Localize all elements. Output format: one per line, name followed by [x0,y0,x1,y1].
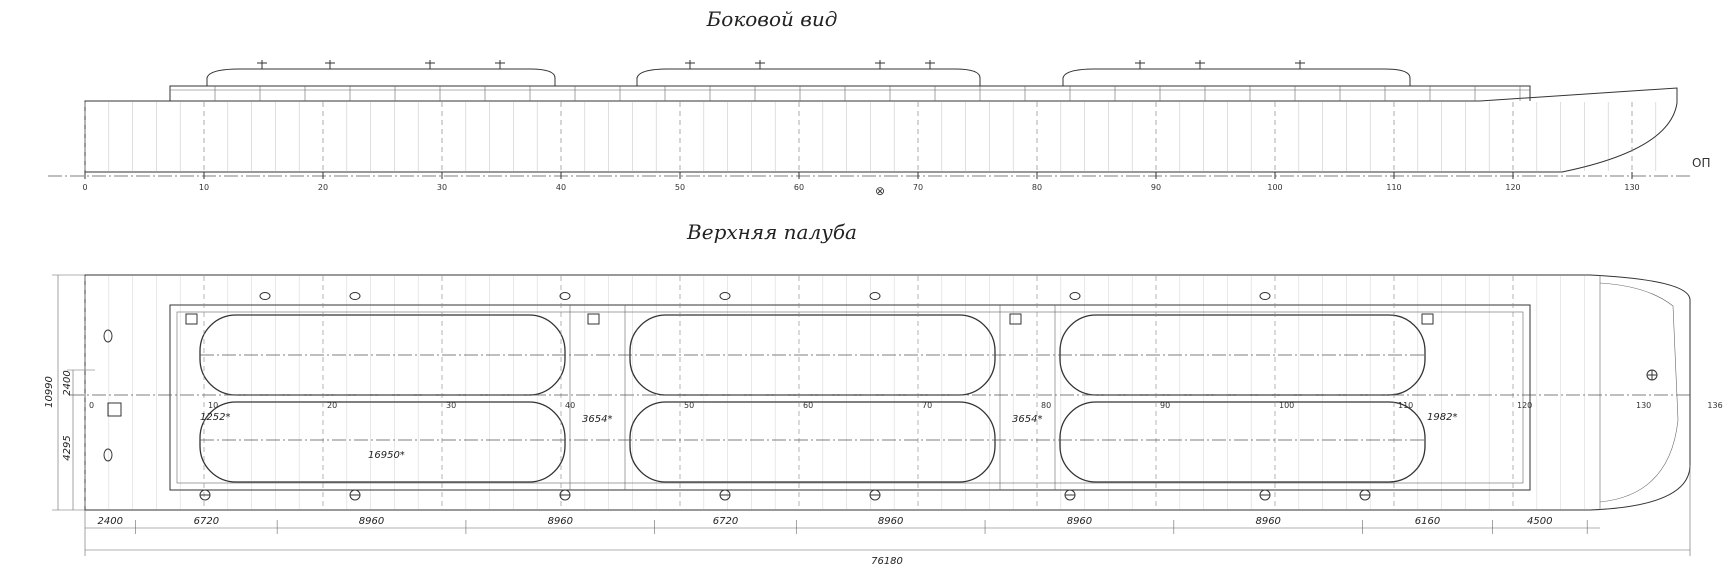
deck-dim-chain-label: 6720 [713,516,738,527]
deck-frame-grid [84,276,1585,509]
deck-dim-chain-label: 8960 [878,516,903,527]
side-frame-label: 80 [1032,183,1042,192]
deck-frame-label: 90 [1160,401,1170,410]
side-frame-label: 90 [1151,183,1161,192]
deck-dim-1982: 1982* [1427,412,1457,423]
deck-frame-label: 100 [1279,401,1294,410]
side-frame-label: 100 [1267,183,1282,192]
deck-frame-label: 120 [1517,401,1532,410]
deck-dim-chain-label: 6160 [1415,516,1440,527]
side-frame-labels: 0 10 20 30 40 50 60 70 80 90 100 110 120 130 [82,172,1640,192]
side-hatch-fittings [257,60,1305,69]
deck-bollard-top [1259,292,1271,300]
side-view: Боковой вид ОП ⊗ 0 10 20 30 40 50 60 70 80 90 100 1… [48,7,1710,198]
side-hatch-cover-2 [636,68,981,86]
deck-frame-labels: 0 10 20 30 40 50 60 70 80 90 100 110 120 130 136 [89,401,1723,410]
deck-frame-label: 60 [803,401,813,410]
deck-dim-width: 10990 [44,376,55,408]
deck-hatch-coaming-inner [176,311,1524,484]
deck-frame-label: 110 [1398,401,1413,410]
deck-dim-overall: 76180 [871,556,903,567]
deck-dim-chain-label: 4500 [1527,516,1552,527]
deck-dim-chain-label: 6720 [194,516,219,527]
deck-tank-2-starboard [629,401,996,483]
side-frame-label: 110 [1386,183,1401,192]
deck-manhole-3 [1009,313,1022,325]
deck-dim-3654-b: 3654* [1012,414,1042,425]
side-frame-label: 130 [1624,183,1639,192]
side-hatch-cover-1 [206,68,556,86]
side-frame-label: 20 [318,183,328,192]
side-hull-outline [84,87,1678,173]
deck-frame-label: 30 [446,401,456,410]
deck-bollard-top [559,292,571,300]
side-frame-label: 10 [199,183,209,192]
deck-bollard-top [719,292,731,300]
side-frame-label: 60 [794,183,804,192]
deck-manhole-2 [587,313,600,325]
deck-frame-label: 130 [1636,401,1651,410]
deck-hatch-coaming [169,304,1531,491]
side-frame-grid [84,102,1657,171]
deck-frame-label: 20 [327,401,337,410]
deck-bollard-top [349,292,361,300]
side-frame-label: 0 [82,183,87,192]
side-frame-label: 30 [437,183,447,192]
deck-dim-chain-label: 8960 [1067,516,1092,527]
deck-frame-label: 136 [1707,401,1722,410]
deck-dim-2400-v: 2400 [62,370,73,395]
side-view-title: Боковой вид [706,7,838,31]
deck-frame-label: 10 [208,401,218,410]
side-baseline-label: ОП [1692,156,1710,170]
deck-dim-chain-label: 8960 [359,516,384,527]
side-frame-label: 120 [1505,183,1520,192]
side-frame-label: 50 [675,183,685,192]
deck-dim-1252: 1252* [200,412,230,423]
deck-bollard-top [1069,292,1081,300]
deck-bollard-top [869,292,881,300]
deck-frame-label: 50 [684,401,694,410]
deck-dim-chain-label: 8960 [1255,516,1280,527]
deck-dim-chain-label: 8960 [548,516,573,527]
deck-dim-chain-label: 2400 [98,516,123,527]
deck-bow-inner [1599,282,1679,503]
deck-outline [84,274,1691,511]
deck-hatch-small [107,402,122,417]
deck-tank-3-starboard [1059,401,1426,483]
side-midship-mark: ⊗ [875,184,885,198]
deck-porthole-2 [103,448,113,462]
deck-view-title: Верхняя палуба [686,220,857,244]
deck-tank-1-starboard [199,401,566,483]
side-frame-label: 40 [556,183,566,192]
side-coaming-panels [214,86,1521,101]
deck-dim-16950: 16950* [368,450,405,461]
deck-dim-4295: 4295 [62,435,73,460]
deck-view: Верхняя палуба [44,220,1723,567]
deck-bollards [199,292,1371,501]
side-coaming-band [169,85,1531,101]
side-hatch-cover-3 [1062,68,1411,86]
deck-frame-label: 40 [565,401,575,410]
side-frame-label: 70 [913,183,923,192]
deck-manhole-4 [1421,313,1434,325]
deck-dim-3654-a: 3654* [582,414,612,425]
deck-dimension-chain: 2400 6720 8960 8960 6720 8960 8960 8960 6160 4500 [98,516,1588,534]
deck-frame-label: 70 [922,401,932,410]
deck-bollard-top [259,292,271,300]
deck-frame-label: 0 [89,401,94,410]
deck-manhole-1 [185,313,198,325]
deck-porthole-1 [103,329,113,343]
deck-frame-label: 80 [1041,401,1051,410]
